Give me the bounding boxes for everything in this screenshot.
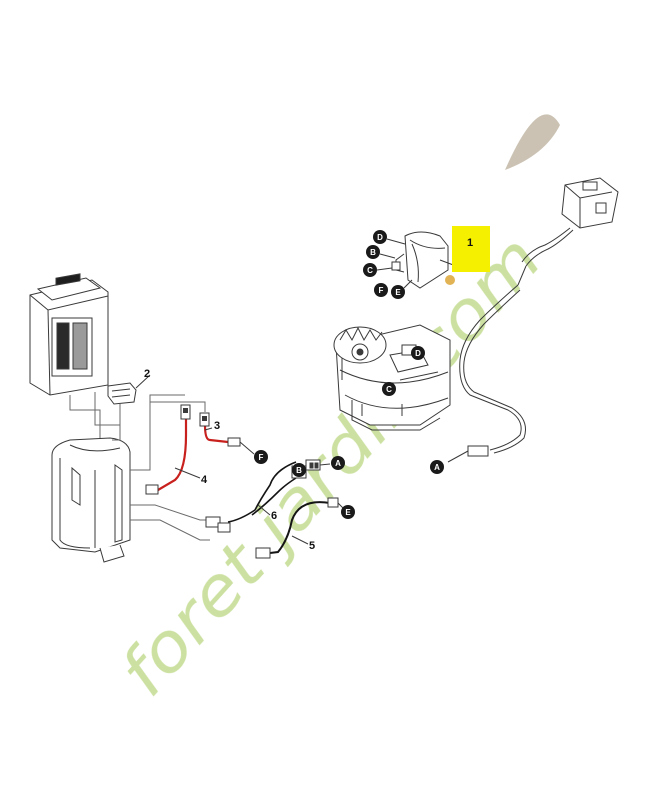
battery-pack — [29, 273, 109, 396]
connector-label-d-top: D — [373, 230, 406, 245]
watermark-dot — [445, 275, 455, 285]
connector-label-b-wire: B — [292, 463, 306, 477]
part-number-4: 4 — [201, 474, 208, 486]
watermark-text: foret jardin.com — [105, 221, 557, 711]
part-number-1: 1 — [467, 237, 473, 249]
battery-housing — [51, 437, 131, 563]
watermark-leaf-icon — [505, 114, 560, 170]
svg-text:F: F — [379, 286, 384, 295]
connector-label-e-top: E — [391, 279, 413, 299]
svg-text:C: C — [367, 266, 373, 275]
svg-text:E: E — [395, 288, 401, 297]
svg-text:D: D — [415, 349, 421, 358]
connector-label-a-cable: A — [430, 460, 444, 474]
connector-label-a-wire: A — [331, 456, 345, 470]
connector-label-c-motor: C — [382, 382, 396, 396]
part-4-red-wire — [145, 404, 201, 495]
connector-label-f-wire: F — [254, 450, 268, 464]
svg-text:A: A — [434, 463, 440, 472]
svg-text:E: E — [345, 508, 351, 517]
connector-labels: D B C F E D C — [254, 230, 444, 519]
part-number-2: 2 — [144, 368, 150, 380]
svg-text:A: A — [335, 459, 341, 468]
terminal-block — [305, 459, 346, 511]
charger-and-cable — [447, 177, 619, 463]
part-number-5: 5 — [309, 540, 315, 552]
connector-label-c-top: C — [363, 263, 393, 277]
svg-text:C: C — [386, 385, 392, 394]
svg-text:B: B — [296, 466, 302, 475]
part-number-6: 6 — [271, 510, 277, 522]
part-1-highlight — [452, 226, 490, 272]
part-6-black-wire — [205, 461, 307, 533]
motor-assembly — [333, 324, 451, 431]
part-number-3: 3 — [214, 420, 220, 432]
part-3-red-wire — [199, 412, 255, 455]
connector-label-b-top: B — [366, 245, 396, 259]
part-5-black-wire — [255, 497, 339, 559]
svg-text:D: D — [377, 233, 383, 242]
watermark-logo: foret jardin.com — [105, 114, 560, 711]
svg-text:F: F — [259, 453, 264, 462]
connector-label-e-wire: E — [341, 505, 355, 519]
svg-text:B: B — [370, 248, 376, 257]
part-2-switch — [107, 374, 151, 441]
connector-label-f-top: F — [374, 283, 388, 297]
connector-label-d-motor: D — [411, 346, 425, 360]
